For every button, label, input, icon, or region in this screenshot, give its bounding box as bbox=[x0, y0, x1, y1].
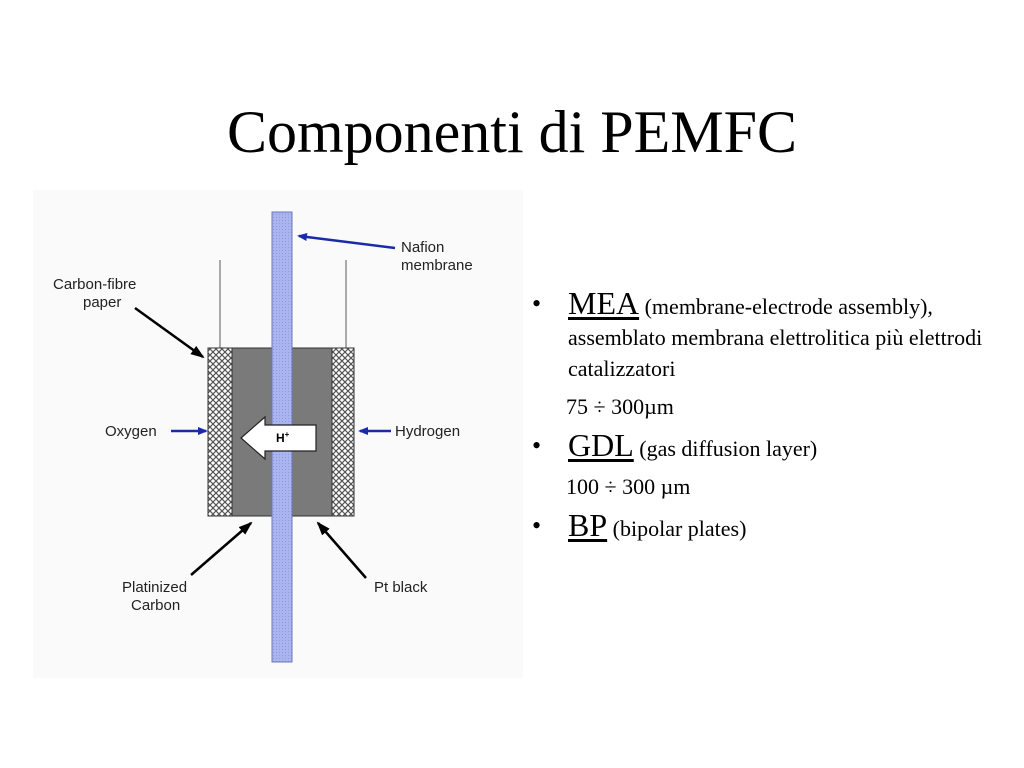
carbon-paper-label: Carbon-fibre bbox=[53, 276, 136, 293]
pt-black-label: Pt black bbox=[374, 579, 428, 596]
bullet-marker: • bbox=[532, 431, 542, 460]
desc-gdl: (gas diffusion layer) bbox=[639, 436, 818, 461]
spec-mea: 75 ÷ 300µm bbox=[566, 394, 674, 419]
nafion-label-2: membrane bbox=[401, 257, 473, 274]
platinized-carbon-label-2: Carbon bbox=[131, 597, 180, 614]
carbon-paper-pointer bbox=[134, 306, 205, 359]
oxygen-label: Oxygen bbox=[105, 423, 157, 440]
proton-arrow bbox=[240, 415, 317, 461]
spec-gdl: 100 ÷ 300 µm bbox=[566, 474, 691, 499]
term-gdl: GDL bbox=[568, 427, 634, 463]
platinized-carbon-pointer bbox=[190, 521, 253, 576]
hydrogen-label: Hydrogen bbox=[395, 423, 460, 440]
pt-black-pointer bbox=[316, 521, 367, 579]
bullet-marker: • bbox=[532, 289, 542, 318]
platinized-carbon-label: Platinized bbox=[122, 579, 187, 596]
bullet-gdl: • GDL (gas diffusion layer) bbox=[532, 427, 1002, 464]
term-bp: BP bbox=[568, 507, 608, 543]
bullet-bp: • BP (bipolar plates) bbox=[532, 507, 1002, 544]
nafion-label: Nafion bbox=[401, 239, 444, 256]
slide-title: Componenti di PEMFC bbox=[226, 99, 798, 165]
left-carbon-paper bbox=[207, 347, 233, 517]
nafion-pointer bbox=[297, 233, 396, 250]
desc-mea: (membrane-electrode assembly), assemblat… bbox=[568, 294, 983, 381]
proton-label: H+ bbox=[276, 430, 290, 445]
term-mea: MEA bbox=[568, 285, 640, 321]
carbon-paper-label-2: paper bbox=[83, 294, 121, 311]
desc-bp: (bipolar plates) bbox=[612, 516, 747, 541]
bullet-list: • MEA (membrane-electrode assembly), ass… bbox=[532, 285, 1002, 544]
bullet-marker: • bbox=[532, 511, 542, 540]
pemfc-diagram: H+ Nafion membrane Carbon-fibre paper Ox… bbox=[33, 190, 523, 678]
bullet-mea: • MEA (membrane-electrode assembly), ass… bbox=[532, 285, 1002, 384]
right-carbon-paper bbox=[331, 347, 355, 517]
